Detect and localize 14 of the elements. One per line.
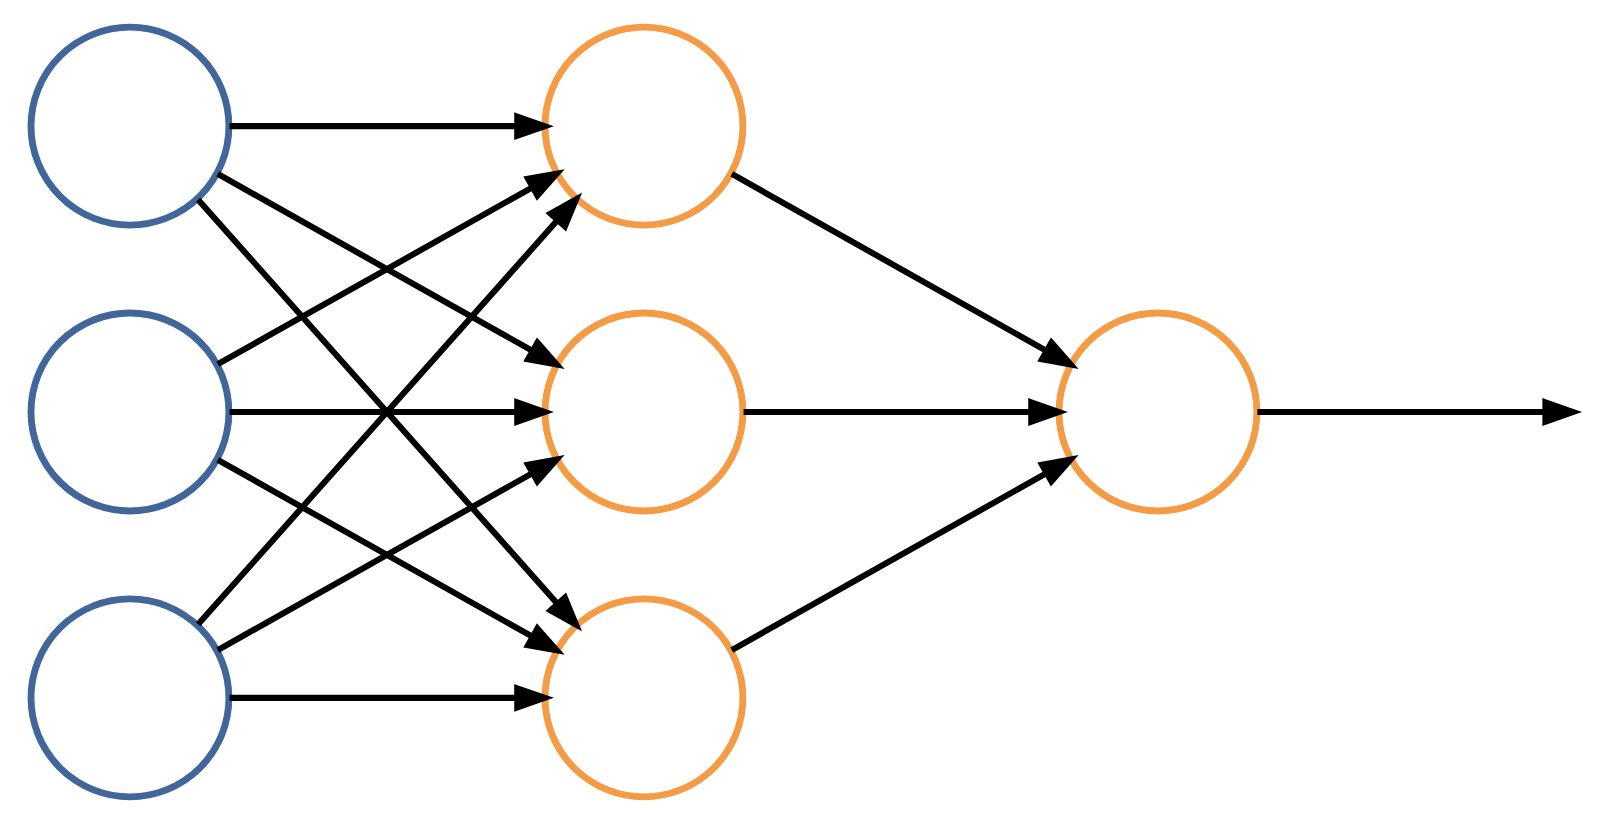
arrow — [743, 398, 1068, 426]
node-circle — [27, 309, 233, 515]
arrow — [229, 398, 554, 426]
node-circle — [1055, 309, 1261, 515]
arrow — [1257, 398, 1583, 426]
node-circle — [541, 595, 747, 801]
arrow — [730, 171, 1079, 369]
node-circle — [541, 309, 747, 515]
arrow — [229, 684, 554, 712]
arrow — [229, 112, 554, 140]
node-circle — [541, 23, 747, 229]
node-circle — [27, 595, 233, 801]
node-circle — [27, 23, 233, 229]
arrow — [730, 455, 1079, 653]
